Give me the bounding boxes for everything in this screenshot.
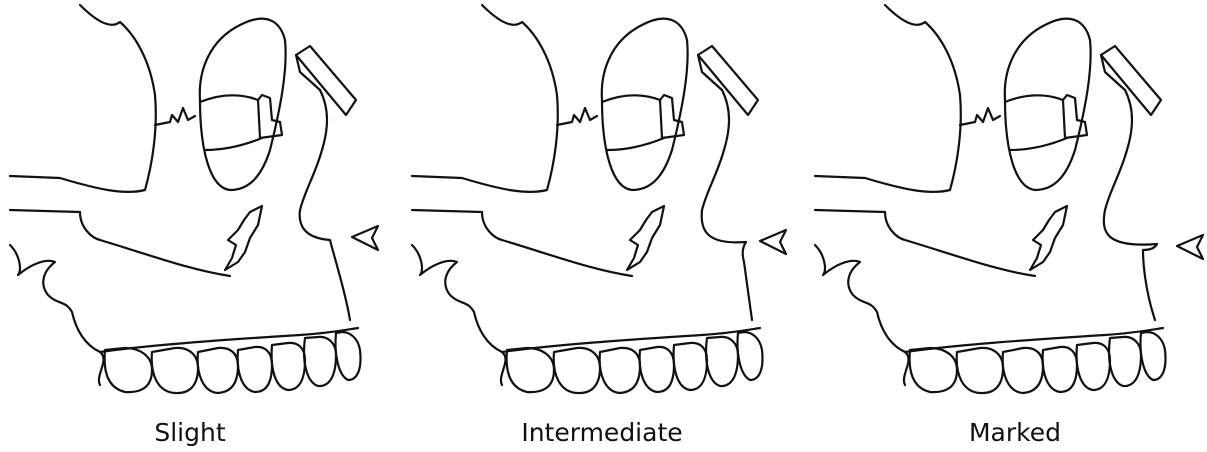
panel-intermediate: Intermediate <box>402 0 802 452</box>
panel-caption: Intermediate <box>402 418 802 447</box>
arrowhead-icon <box>402 0 802 410</box>
panel-caption: Marked <box>815 418 1207 447</box>
panel-marked: Marked <box>805 0 1205 452</box>
arrowhead-icon <box>0 0 400 410</box>
panel-caption: Slight <box>0 418 390 447</box>
panel-slight: Slight <box>0 0 400 452</box>
arrowhead-icon <box>805 0 1205 410</box>
